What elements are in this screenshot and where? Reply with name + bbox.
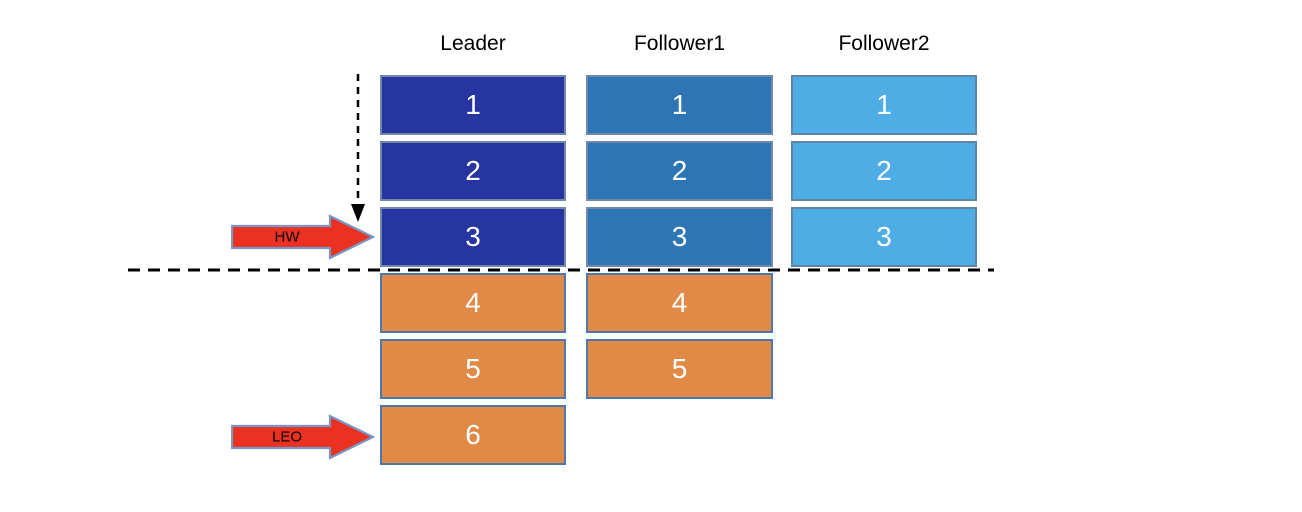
follower1-log-entry-3: 3: [586, 207, 773, 267]
follower2-log-entry-3: 3: [791, 207, 977, 267]
leo-pointer: LEO: [231, 414, 375, 460]
follower1-log-entry-2: 2: [586, 141, 773, 201]
leader-log-entry-1: 1: [380, 75, 566, 135]
right-block-arrow-icon: [231, 414, 375, 460]
follower1-log-entry-1: 1: [586, 75, 773, 135]
leader-log-entry-2: 2: [380, 141, 566, 201]
leader-log-entry-5: 5: [380, 339, 566, 399]
right-block-arrow-icon: [231, 214, 375, 260]
hw-label: HW: [274, 228, 300, 246]
leo-label: LEO: [271, 428, 302, 446]
follower2-log-entry-1: 1: [791, 75, 977, 135]
column-header-follower2: Follower2: [838, 32, 930, 55]
column-header-leader: Leader: [440, 32, 506, 55]
column-header-follower1: Follower1: [633, 32, 726, 55]
follower2-log-entry-2: 2: [791, 141, 977, 201]
leader-log-entry-4: 4: [380, 273, 566, 333]
follower1-log-entry-4: 4: [586, 273, 773, 333]
down-arrowhead-icon: [351, 204, 365, 222]
down-dashed-arrow-icon: [351, 74, 365, 222]
hw-pointer: HW: [231, 214, 375, 260]
follower1-log-entry-5: 5: [586, 339, 773, 399]
leader-log-entry-3: 3: [380, 207, 566, 267]
high-watermark-dashed-line: [128, 268, 994, 272]
leader-log-entry-6: 6: [380, 405, 566, 465]
